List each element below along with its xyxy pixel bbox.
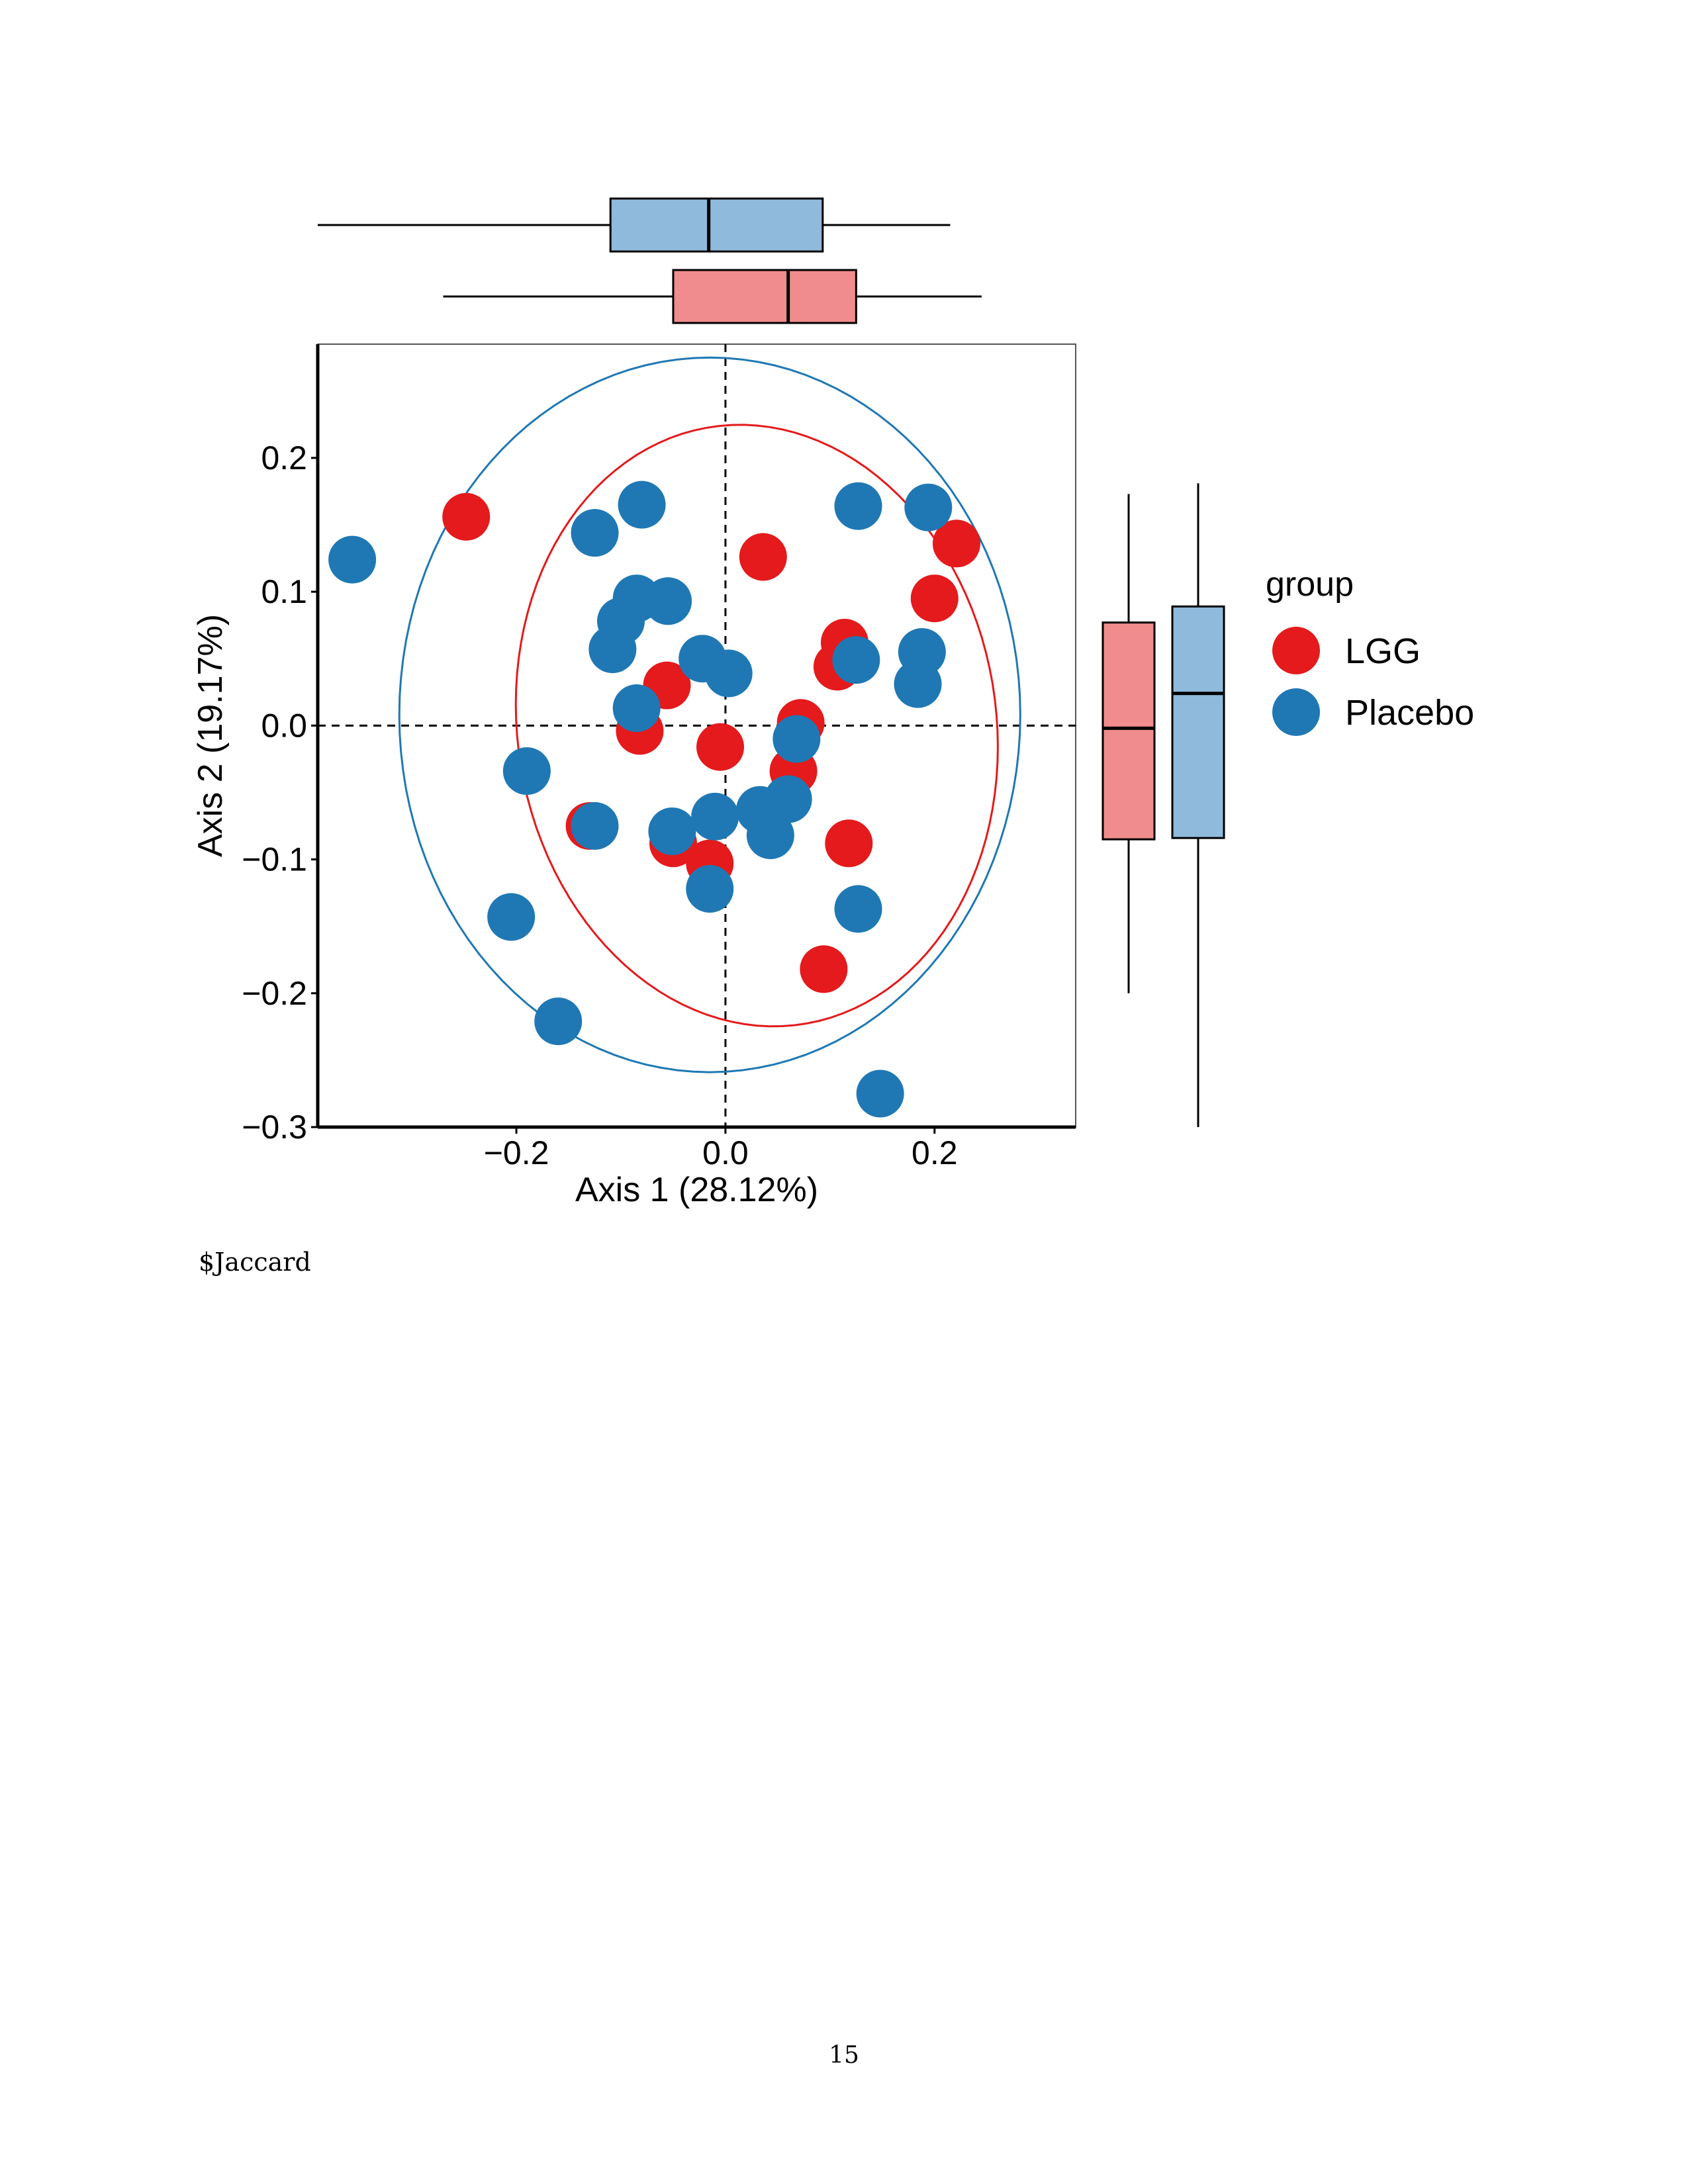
page-number: 15 xyxy=(829,2042,859,2069)
point-placebo xyxy=(691,792,739,841)
legend-label-placebo: Placebo xyxy=(1345,693,1474,733)
point-placebo xyxy=(764,775,812,823)
point-placebo xyxy=(534,997,583,1046)
point-placebo xyxy=(894,660,942,708)
axes: −0.2 0.0 0.2 −0.3 −0.2 −0.1 0.0 0.1 0.2 xyxy=(242,344,1076,1171)
point-placebo xyxy=(834,885,882,933)
y-marginal-boxplots xyxy=(1102,483,1225,1127)
y-tick-label: 0.2 xyxy=(261,439,307,477)
point-placebo xyxy=(704,649,753,698)
point-placebo xyxy=(746,811,794,860)
point-placebo xyxy=(644,577,692,625)
point-lgg xyxy=(739,533,787,581)
y-tick-label: −0.2 xyxy=(242,975,307,1012)
x-marginal-boxplots xyxy=(318,197,982,324)
point-placebo xyxy=(328,535,377,584)
scatter-points xyxy=(328,480,980,1118)
point-placebo xyxy=(588,625,637,674)
y-tick-label: −0.3 xyxy=(242,1109,307,1146)
x-tick-label: 0.2 xyxy=(912,1134,958,1171)
point-placebo xyxy=(832,636,880,684)
y-tick-label: 0.0 xyxy=(261,707,307,744)
point-lgg xyxy=(825,819,873,868)
point-lgg xyxy=(932,520,980,568)
legend: group LGG Placebo xyxy=(1266,565,1474,736)
point-placebo xyxy=(571,802,619,850)
x-tick-label: 0.0 xyxy=(702,1134,749,1171)
confidence-ellipses xyxy=(398,356,1021,1073)
point-placebo xyxy=(571,509,619,557)
y-tick-label: 0.1 xyxy=(261,573,307,610)
plot-panel-border xyxy=(317,343,1076,1128)
point-placebo xyxy=(612,684,661,733)
legend-title: group xyxy=(1266,565,1354,604)
point-placebo xyxy=(834,482,882,530)
point-placebo xyxy=(487,893,536,941)
point-placebo xyxy=(686,865,734,913)
point-placebo xyxy=(856,1069,904,1118)
reference-lines xyxy=(318,344,1076,1127)
point-placebo xyxy=(502,747,551,796)
x-axis-title: Axis 1 (28.12%) xyxy=(575,1171,818,1209)
ellipse-lgg xyxy=(514,424,999,1028)
legend-key-placebo xyxy=(1272,688,1320,736)
point-placebo xyxy=(773,715,821,763)
point-placebo xyxy=(904,483,953,531)
figure-caption: $Jaccard xyxy=(199,1248,311,1277)
x-box-lgg xyxy=(672,269,857,324)
legend-label-lgg: LGG xyxy=(1345,631,1421,671)
point-lgg xyxy=(800,945,848,993)
y-box-lgg xyxy=(1102,621,1156,841)
y-tick-label: −0.1 xyxy=(242,841,307,878)
x-box-placebo xyxy=(609,197,824,253)
point-lgg xyxy=(696,723,745,771)
ellipse-placebo xyxy=(398,356,1021,1073)
y-axis-title: Axis 2 (19.17%) xyxy=(191,614,230,857)
x-tick-label: −0.2 xyxy=(484,1134,549,1171)
point-lgg xyxy=(442,492,491,541)
point-lgg xyxy=(910,574,959,623)
point-placebo xyxy=(618,480,666,529)
point-placebo xyxy=(648,807,696,856)
legend-key-lgg xyxy=(1272,627,1320,674)
y-box-placebo xyxy=(1171,605,1225,839)
